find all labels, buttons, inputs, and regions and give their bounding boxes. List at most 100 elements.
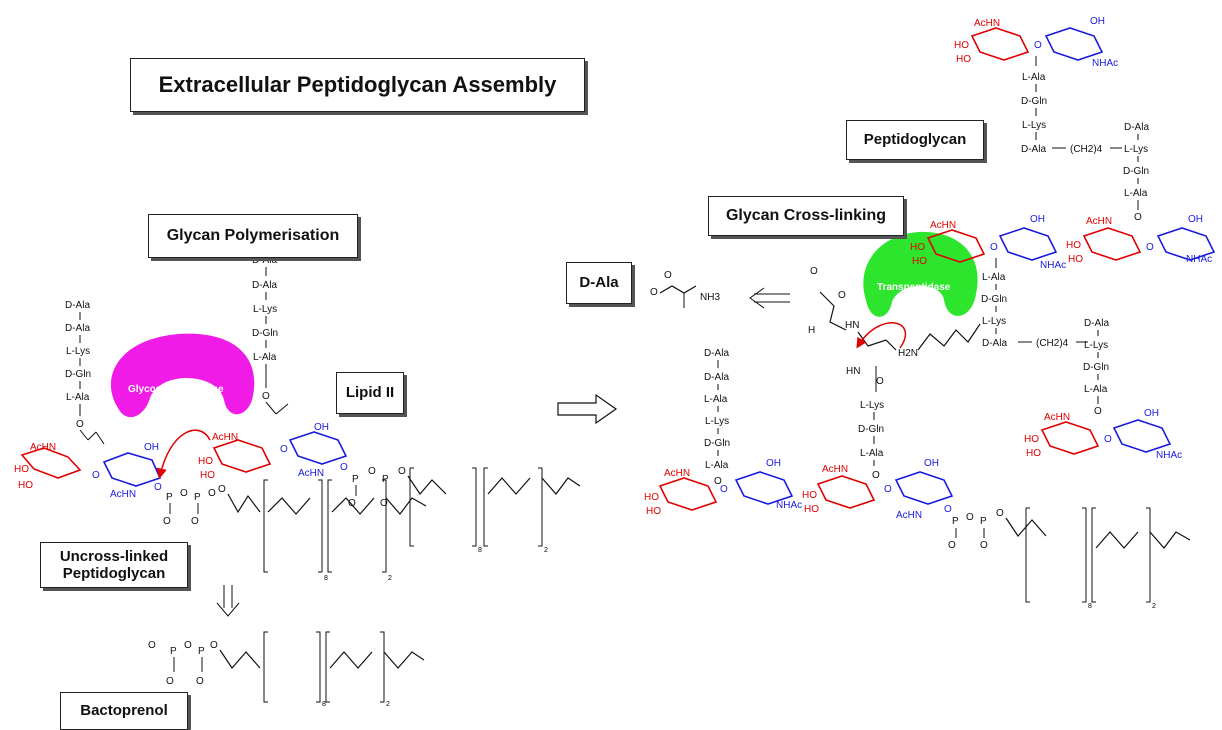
svg-text:HO: HO <box>18 480 33 491</box>
svg-text:(CH2)4: (CH2)4 <box>1036 338 1069 349</box>
svg-text:O: O <box>348 498 356 509</box>
bottom-diphosphate: P O P O O O 8 2 <box>948 507 1191 610</box>
svg-text:O: O <box>720 484 728 495</box>
svg-text:L-Ala: L-Ala <box>66 392 90 403</box>
svg-text:NHAc: NHAc <box>1156 450 1182 461</box>
svg-text:O: O <box>196 676 204 687</box>
svg-text:OH: OH <box>314 422 329 433</box>
svg-text:AcHN: AcHN <box>930 220 956 231</box>
bottom-glycan-strand: AcHN HO HO O OH NHAc AcHN HO HO O OH AcH… <box>644 458 954 521</box>
svg-text:OH: OH <box>1144 408 1159 419</box>
svg-text:AcHN: AcHN <box>212 432 238 443</box>
uncross-linked-line1: Uncross-linked <box>59 547 169 565</box>
svg-text:O: O <box>76 419 84 430</box>
uncross-linked-peptidoglycan-label: Uncross-linked Peptidoglycan <box>40 542 188 588</box>
svg-text:O: O <box>280 444 288 455</box>
svg-text:HO: HO <box>802 490 817 501</box>
svg-text:AcHN: AcHN <box>110 489 136 500</box>
bactoprenol-label: Bactoprenol <box>60 692 188 730</box>
svg-text:L-Ala: L-Ala <box>253 352 277 363</box>
lipid-ii-diphosphate: P O P O O O <box>348 466 406 509</box>
svg-text:D-Gln: D-Gln <box>858 424 884 435</box>
svg-text:L-Lys: L-Lys <box>860 400 884 411</box>
svg-text:AcHN: AcHN <box>974 18 1000 29</box>
svg-text:P: P <box>170 646 177 657</box>
svg-text:L-Lys: L-Lys <box>1084 340 1108 351</box>
svg-text:O: O <box>948 540 956 551</box>
left-peptide-stem: D-Ala D-Ala L-Lys D-Gln L-Ala O <box>65 300 105 445</box>
svg-text:O: O <box>262 391 270 402</box>
peptidoglycan-label: Peptidoglycan <box>846 120 984 160</box>
lower-glycan-fragment: AcHN HO HO O OH NHAc <box>1024 408 1182 461</box>
svg-text:O: O <box>1146 242 1154 253</box>
svg-text:O: O <box>380 498 388 509</box>
svg-text:O: O <box>218 484 226 495</box>
svg-text:O: O <box>368 466 376 477</box>
svg-text:OH: OH <box>1030 214 1045 225</box>
svg-text:HO: HO <box>1066 240 1081 251</box>
svg-text:L-Lys: L-Lys <box>1022 120 1046 131</box>
svg-text:H2N: H2N <box>898 348 918 359</box>
d-ala-structure: O O NH3 <box>650 270 720 308</box>
svg-text:L-Ala: L-Ala <box>705 460 729 471</box>
middle-glycan-strand: AcHN HO HO O OH NHAc AcHN HO HO O OH NHA… <box>910 214 1216 349</box>
svg-text:H: H <box>808 325 815 336</box>
svg-text:HO: HO <box>1068 254 1083 265</box>
svg-text:D-Ala: D-Ala <box>252 280 277 291</box>
svg-text:HO: HO <box>954 40 969 51</box>
svg-text:L-Ala: L-Ala <box>1124 188 1148 199</box>
lipid-ii-label: Lipid II <box>336 372 404 414</box>
svg-text:HO: HO <box>200 470 215 481</box>
svg-text:D-Ala: D-Ala <box>1021 144 1046 155</box>
svg-text:HO: HO <box>910 242 925 253</box>
cross-link-column: D-Ala L-Lys D-Gln L-Ala O <box>1123 122 1149 223</box>
svg-text:OH: OH <box>144 442 159 453</box>
glycan-cross-linking-label: Glycan Cross-linking <box>708 196 904 236</box>
svg-text:O: O <box>990 242 998 253</box>
svg-text:AcHN: AcHN <box>30 442 56 453</box>
svg-text:O: O <box>180 488 188 499</box>
svg-text:L-Ala: L-Ala <box>1084 384 1108 395</box>
svg-text:HO: HO <box>646 506 661 517</box>
svg-text:O: O <box>398 466 406 477</box>
svg-text:O: O <box>980 540 988 551</box>
svg-text:P: P <box>198 646 205 657</box>
glycan-polymerisation-label: Glycan Polymerisation <box>148 214 358 258</box>
svg-text:D-Gln: D-Gln <box>1083 362 1109 373</box>
svg-text:P: P <box>952 516 959 527</box>
reaction-arrow <box>557 393 618 425</box>
svg-text:P: P <box>352 474 359 485</box>
svg-text:D-Ala: D-Ala <box>65 300 90 311</box>
lipid-ii-prenyl-chain: 8 2 <box>407 467 581 554</box>
svg-text:D-Ala: D-Ala <box>704 348 729 359</box>
svg-text:L-Lys: L-Lys <box>705 416 729 427</box>
svg-text:O: O <box>884 484 892 495</box>
svg-text:OH: OH <box>924 458 939 469</box>
svg-text:HO: HO <box>1026 448 1041 459</box>
donor-peptide-stem: D-Ala D-Ala L-Ala L-Lys D-Gln L-Ala O <box>704 348 730 487</box>
svg-text:8: 8 <box>478 547 482 554</box>
svg-text:O: O <box>166 676 174 687</box>
svg-text:OH: OH <box>766 458 781 469</box>
svg-text:D-Ala: D-Ala <box>982 338 1007 349</box>
svg-text:O: O <box>340 462 348 473</box>
acceptor-peptide-stem: L-Lys D-Gln L-Ala O <box>858 400 884 481</box>
svg-text:HO: HO <box>1024 434 1039 445</box>
svg-text:P: P <box>166 492 173 503</box>
svg-text:L-Ala: L-Ala <box>982 272 1006 283</box>
svg-text:L-Ala: L-Ala <box>1022 72 1046 83</box>
svg-text:8: 8 <box>322 701 326 708</box>
svg-text:O: O <box>966 512 974 523</box>
svg-text:O: O <box>944 504 952 515</box>
svg-text:D-Gln: D-Gln <box>981 294 1007 305</box>
svg-text:2: 2 <box>386 701 390 708</box>
svg-text:O: O <box>714 476 722 487</box>
svg-text:AcHN: AcHN <box>1044 412 1070 423</box>
svg-text:NHAc: NHAc <box>776 500 802 511</box>
svg-text:NH3: NH3 <box>700 292 720 303</box>
svg-text:AcHN: AcHN <box>896 510 922 521</box>
svg-text:2: 2 <box>544 547 548 554</box>
lipid-ii-disaccharide: AcHN HO HO O OH AcHN O <box>198 422 348 481</box>
